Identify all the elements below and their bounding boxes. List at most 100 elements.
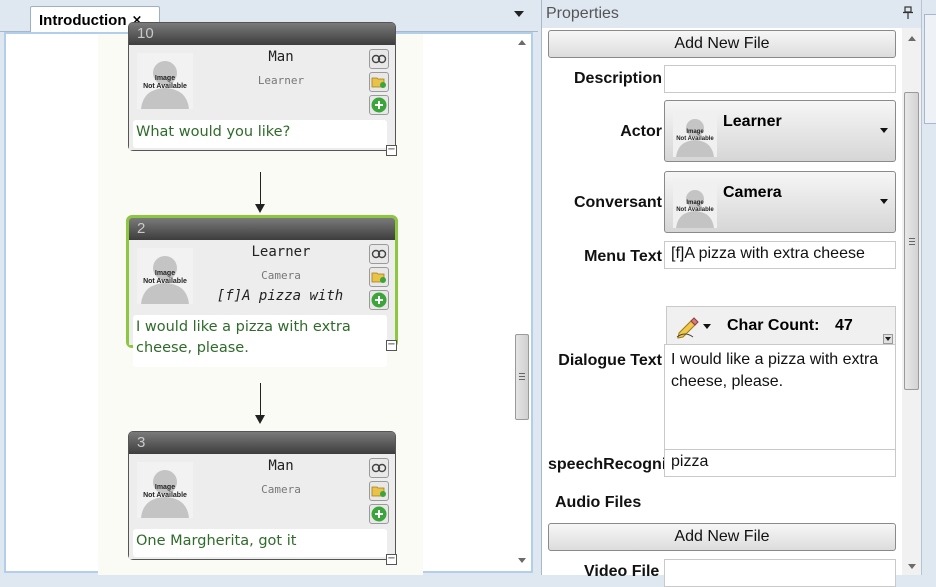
chevron-down-icon — [880, 128, 888, 133]
pin-icon[interactable] — [903, 6, 913, 19]
dialogue-text-label: Dialogue Text — [558, 352, 662, 369]
plus-circle-icon — [371, 97, 387, 113]
scroll-up-icon[interactable] — [908, 36, 916, 41]
properties-vertical-scrollbar[interactable] — [902, 28, 922, 575]
edit-options-button[interactable] — [673, 313, 715, 339]
node-number: 10 — [129, 23, 395, 45]
node-dialogue-text: One Margherita, got it — [133, 529, 387, 557]
properties-titlebar: Properties — [542, 0, 922, 28]
video-file-field[interactable] — [664, 559, 896, 587]
folder-add-icon — [371, 272, 386, 283]
link-icon — [371, 249, 387, 259]
actor-value: Learner — [723, 113, 782, 130]
add-audio-file-button[interactable]: Add New File — [548, 523, 896, 551]
node-actor-name: Man — [268, 458, 294, 474]
conversant-value: Camera — [723, 184, 782, 201]
grip-icon — [909, 238, 915, 239]
node-conversant-name: Learner — [257, 74, 305, 87]
connector-line — [260, 172, 261, 204]
menu-text-label: Menu Text — [584, 248, 662, 265]
scroll-up-icon[interactable] — [518, 40, 526, 45]
tab-list-dropdown-icon[interactable] — [514, 11, 524, 17]
add-child-node-button[interactable] — [369, 290, 389, 310]
add-file-button[interactable] — [369, 481, 389, 501]
tab-title: Introduction — [39, 11, 127, 29]
description-field[interactable] — [664, 65, 896, 93]
canvas-vertical-scrollbar[interactable] — [513, 34, 531, 571]
properties-title: Properties — [546, 5, 619, 22]
pencil-icon — [676, 317, 711, 339]
node-actor-name: Man — [268, 49, 294, 65]
add-new-file-button[interactable]: Add New File — [548, 30, 896, 58]
node-conversant-name: Camera — [261, 269, 301, 282]
collapse-toggle-icon[interactable]: − — [386, 144, 397, 156]
dialogue-toolbar: Char Count: 47 — [666, 306, 896, 344]
tab-close-icon[interactable]: × — [131, 12, 143, 28]
node-conversant-name: Camera — [261, 483, 301, 496]
add-file-button[interactable] — [369, 267, 389, 287]
audio-files-heading: Audio Files — [555, 494, 642, 511]
char-count-value: 47 — [835, 317, 853, 334]
scrollbar-thumb[interactable] — [904, 92, 919, 390]
side-dock-strip — [921, 0, 936, 575]
plus-circle-icon — [371, 292, 387, 308]
node-number: 2 — [129, 218, 395, 240]
speech-recognition-field[interactable]: pizza — [664, 449, 896, 477]
link-button[interactable] — [369, 49, 389, 69]
char-count-label: Char Count: — [727, 317, 820, 334]
grip-icon — [519, 373, 525, 374]
scroll-down-icon[interactable] — [908, 564, 916, 569]
plus-circle-icon — [371, 506, 387, 522]
add-child-node-button[interactable] — [369, 504, 389, 524]
node-menu-text: [f]A pizza with — [216, 288, 344, 304]
speech-recognition-label: speechRecogni — [548, 456, 667, 473]
scrollbar-thumb[interactable] — [515, 334, 529, 420]
link-button[interactable] — [369, 458, 389, 478]
actor-label: Actor — [620, 123, 662, 140]
video-file-label: Video File — [584, 563, 660, 580]
link-button[interactable] — [369, 244, 389, 264]
node-actor-name: Learner — [251, 244, 311, 260]
add-child-node-button[interactable] — [369, 95, 389, 115]
properties-panel: Properties Add New File Description Acto… — [541, 0, 922, 587]
collapse-toggle-icon[interactable]: − — [386, 553, 397, 565]
folder-add-icon — [371, 486, 386, 497]
chevron-down-icon — [880, 199, 888, 204]
node-dialogue-text: I would like a pizza with extra cheese, … — [133, 315, 387, 367]
docked-panel-tab[interactable] — [924, 14, 936, 124]
link-icon — [371, 54, 387, 64]
connector-arrow-icon — [255, 204, 265, 213]
connector-line — [260, 383, 261, 415]
scroll-down-icon[interactable] — [518, 558, 526, 563]
conversant-label: Conversant — [573, 194, 662, 211]
node-dialogue-text: What would you like? — [133, 120, 387, 148]
link-icon — [371, 463, 387, 473]
add-file-button[interactable] — [369, 72, 389, 92]
expand-toolbar-icon[interactable] — [883, 334, 893, 344]
collapse-toggle-icon[interactable]: − — [386, 339, 397, 351]
menu-text-field[interactable]: [f]A pizza with extra cheese — [664, 241, 896, 269]
description-label: Description — [573, 70, 662, 87]
folder-add-icon — [371, 77, 386, 88]
